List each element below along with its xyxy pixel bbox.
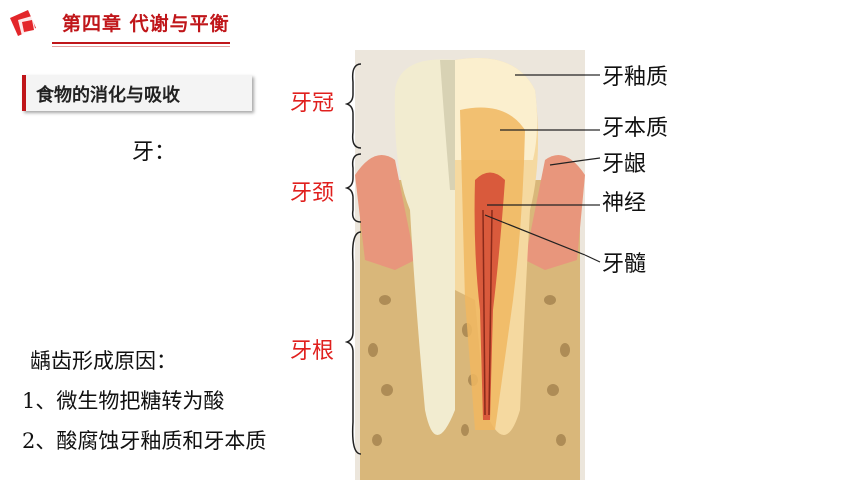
header-divider-thin bbox=[52, 46, 230, 47]
label-crown: 牙冠 bbox=[290, 91, 335, 116]
label-enamel: 牙釉质 bbox=[602, 65, 669, 90]
section-label: 食物的消化与吸收 bbox=[36, 85, 180, 106]
chapter-title: 第四章 代谢与平衡 bbox=[62, 13, 230, 35]
tooth-heading: 牙： bbox=[132, 140, 177, 165]
label-pulp: 牙髓 bbox=[602, 252, 647, 277]
tooth-diagram bbox=[355, 50, 585, 480]
region-braces bbox=[345, 63, 362, 455]
section-label-box bbox=[22, 75, 252, 111]
header-divider bbox=[52, 42, 230, 44]
caries-cause-1: 1、微生物把糖转为酸 bbox=[22, 389, 225, 413]
leader-lines bbox=[585, 74, 601, 263]
chapter-logo-icon bbox=[10, 10, 36, 36]
caries-title: 龋齿形成原因： bbox=[30, 349, 177, 373]
label-gum: 牙龈 bbox=[602, 152, 647, 177]
label-nerve: 神经 bbox=[602, 191, 647, 216]
label-neck: 牙颈 bbox=[290, 181, 335, 206]
label-root: 牙根 bbox=[290, 339, 335, 364]
label-dentin: 牙本质 bbox=[602, 116, 669, 141]
caries-cause-2: 2、酸腐蚀牙釉质和牙本质 bbox=[22, 429, 267, 453]
